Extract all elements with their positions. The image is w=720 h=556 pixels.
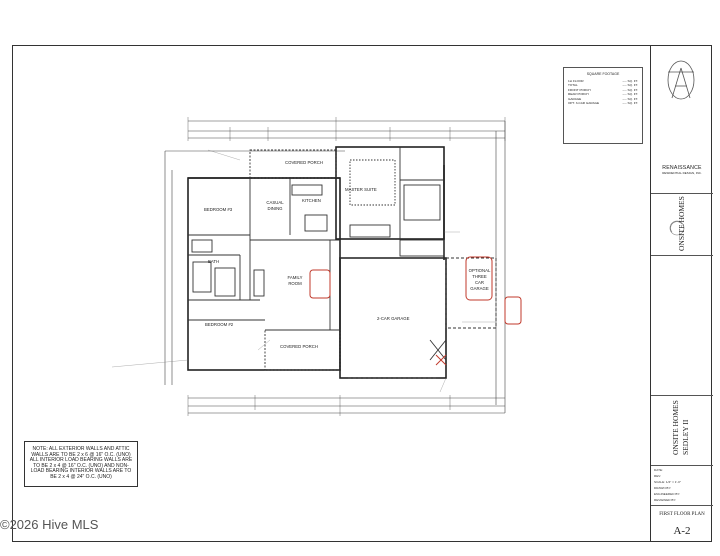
title-block-divider (651, 395, 713, 396)
revision-field: REV: (654, 474, 662, 478)
room-label-covered-porch-rear: COVERED PORCH (285, 160, 323, 165)
title-block-divider (651, 465, 713, 466)
designer-logo-name: RENAISSANCE (662, 165, 702, 171)
title-block-divider (651, 193, 713, 194)
scale-field: SCALE: 1/4" = 1'-0" (654, 480, 681, 484)
square-footage-title: SQUARE FOOTAGE (586, 72, 620, 76)
sqft-row: OPT. 3-CAR GARAGE---- SQ. FT. (568, 101, 638, 106)
title-block-divider (651, 505, 713, 506)
room-label-optional-garage: OPTIONAL THREE CAR GARAGE (468, 268, 491, 291)
square-footage-table: SQUARE FOOTAGE 1st FLOOR---- SQ. FT. TOT… (563, 67, 643, 144)
room-label-family-room: FAMILY ROOM (287, 275, 303, 286)
reviewed-by-field: REVIEWED BY: (654, 498, 677, 502)
room-label-covered-porch-front: COVERED PORCH (280, 344, 318, 349)
plan-name: SEDLEY II (681, 419, 690, 455)
room-label-casual-dining: CASUAL DINING (266, 200, 284, 211)
sqft-row: FRONT PORCH---- SQ. FT. (568, 87, 638, 92)
room-label-bedroom-3: BEDROOM #3 (204, 207, 233, 212)
designer-logo-subtitle: RESIDENTIAL DESIGN, INC. (662, 171, 702, 175)
general-wall-note: NOTE: ALL EXTERIOR WALLS AND ATTIC WALLS… (24, 441, 138, 487)
title-block: RENAISSANCE RESIDENTIAL DESIGN, INC. ONS… (650, 45, 713, 542)
sqft-row: 1st FLOOR---- SQ. FT. (568, 79, 638, 83)
room-label-master-suite: MASTER SUITE (345, 187, 377, 192)
mls-watermark: ©2026 Hive MLS (0, 517, 99, 532)
sheet-title: FIRST FLOOR PLAN (659, 512, 705, 517)
room-label-kitchen: KITCHEN (302, 198, 321, 203)
drawn-by-field: DRAWN BY: (654, 486, 672, 490)
room-label-bath: BATH (208, 259, 220, 264)
room-label-bedroom-2: BEDROOM #2 (205, 322, 234, 327)
sqft-row: REAR PORCH---- SQ. FT. (568, 92, 638, 97)
date-field: DATE: (654, 468, 663, 472)
engineered-by-field: ENGINEERED BY: (654, 492, 681, 496)
brand-logo-text: ONSITE HOMES (677, 196, 686, 251)
sqft-row: GARAGE---- SQ. FT. (568, 96, 638, 101)
sqft-row: TOTAL---- SQ. FT. (568, 83, 638, 88)
sheet-number: A-2 (673, 525, 691, 537)
room-label-two-car-garage: 2-CAR GARAGE (377, 316, 410, 321)
project-name: ONSITE HOMES (671, 400, 680, 455)
drawing-sheet-border (12, 45, 712, 542)
title-block-divider (651, 255, 713, 256)
